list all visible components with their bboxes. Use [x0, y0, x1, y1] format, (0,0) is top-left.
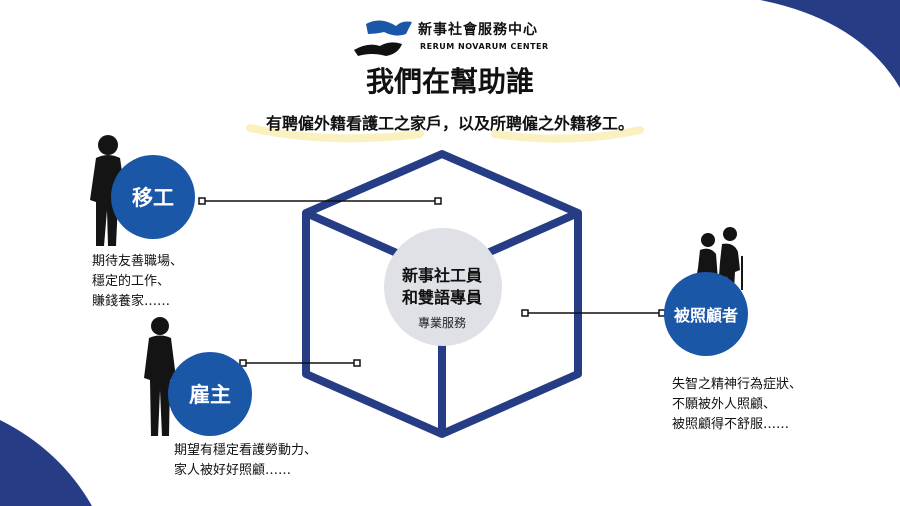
note-line: 被照顧得不舒服…… — [672, 417, 790, 432]
connector-end — [434, 197, 442, 205]
corner-shape-top-right — [760, 0, 900, 88]
employer-label: 雇主 — [189, 383, 231, 407]
corner-shape-bottom-left — [0, 420, 92, 506]
note-line: 家人被好好照顧…… — [174, 463, 292, 478]
care-recipient-label: 被照顧者 — [673, 306, 738, 325]
brand-logo-icon — [354, 20, 412, 56]
subtitle-highlight-right — [491, 126, 644, 143]
center-title-line1: 新事社工員 — [401, 266, 482, 285]
note-line: 穩定的工作、 — [92, 274, 171, 289]
center-node — [384, 228, 502, 346]
employer-notes: 期望有穩定看護勞動力、 家人被好好照顧…… — [174, 441, 317, 481]
care-recipient-node: 被照顧者 — [664, 272, 748, 356]
employer-node: 雇主 — [168, 352, 252, 436]
note-line: 期望有穩定看護勞動力、 — [174, 443, 318, 458]
migrant-worker-label: 移工 — [132, 186, 174, 210]
center-subtitle: 專業服務 — [417, 316, 466, 330]
employer-silhouette-icon — [144, 317, 176, 436]
center-title-line2: 和雙語專員 — [401, 288, 482, 307]
page-title: 我們在幫助誰 — [365, 65, 534, 98]
note-line: 賺錢養家…… — [92, 294, 171, 309]
note-line: 期待友善職場、 — [92, 254, 184, 269]
subtitle-highlight-left — [246, 124, 424, 143]
page-subtitle: 有聘僱外籍看護工之家戶，以及所聘僱之外籍移工。 — [265, 114, 634, 133]
connector-end — [521, 309, 529, 317]
connector-end — [353, 359, 361, 367]
migrant-worker-node: 移工 — [111, 155, 195, 239]
brand-name: 新事社會服務中心 — [418, 22, 538, 38]
care-recipient-notes: 失智之精神行為症狀、 不願被外人照顧、 被照顧得不舒服…… — [672, 375, 802, 435]
connector-end — [198, 197, 206, 205]
migrant-notes: 期待友善職場、 穩定的工作、 賺錢養家…… — [92, 252, 183, 312]
note-line: 失智之精神行為症狀、 — [672, 377, 803, 392]
connector-end — [239, 359, 247, 367]
brand-name-en: RERUM NOVARUM CENTER — [420, 42, 549, 51]
note-line: 不願被外人照顧、 — [672, 397, 777, 412]
